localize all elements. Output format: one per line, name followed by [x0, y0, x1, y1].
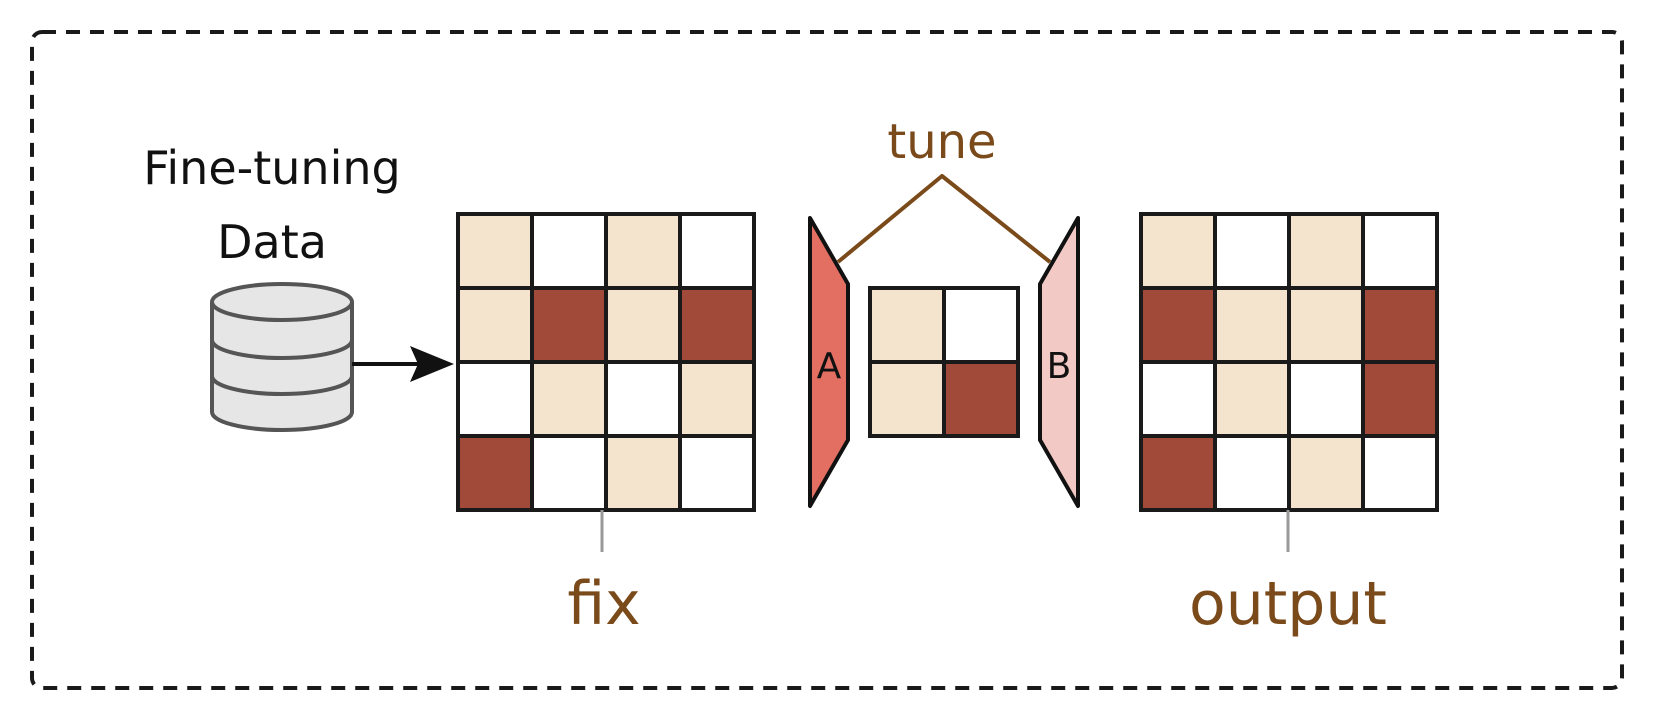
matrix-cell: [1213, 212, 1291, 290]
matrix-cell: [530, 434, 608, 512]
matrix-cell: [1139, 434, 1217, 512]
data-label-line1: Fine-tuning: [143, 141, 400, 195]
matrix-cell: [678, 434, 756, 512]
matrix-cell: [1287, 360, 1365, 438]
database-icon: [210, 282, 354, 432]
matrix-cell: [1139, 360, 1217, 438]
matrix-cell: [1361, 286, 1439, 364]
output-weight-matrix: [1139, 212, 1439, 512]
matrix-cell: [1361, 360, 1439, 438]
matrix-cell: [530, 212, 608, 290]
matrix-cell: [678, 286, 756, 364]
data-label-line2: Data: [217, 215, 327, 269]
matrix-cell: [604, 286, 682, 364]
tune-label: tune: [887, 114, 996, 170]
matrix-cell: [678, 360, 756, 438]
matrix-cell: [1213, 286, 1291, 364]
adapter-a-label: A: [817, 346, 842, 387]
matrix-cell: [678, 212, 756, 290]
matrix-cell: [604, 434, 682, 512]
matrix-cell: [530, 286, 608, 364]
matrix-cell: [1287, 434, 1365, 512]
matrix-cell: [530, 360, 608, 438]
matrix-cell: [942, 360, 1020, 438]
adapter-b-label: B: [1047, 346, 1072, 387]
matrix-cell: [1139, 212, 1217, 290]
matrix-cell: [1139, 286, 1217, 364]
fix-label: fix: [567, 569, 640, 639]
matrix-cell: [868, 286, 946, 364]
tune-connector: [836, 174, 1052, 264]
matrix-cell: [604, 360, 682, 438]
matrix-cell: [868, 360, 946, 438]
matrix-cell: [1213, 434, 1291, 512]
matrix-cell: [456, 360, 534, 438]
matrix-cell: [604, 212, 682, 290]
low-rank-matrix: [868, 286, 1020, 438]
matrix-cell: [1213, 360, 1291, 438]
matrix-cell: [456, 286, 534, 364]
matrix-cell: [456, 434, 534, 512]
matrix-cell: [1287, 286, 1365, 364]
adapter-a: A: [808, 216, 850, 508]
adapter-b: B: [1038, 216, 1080, 508]
matrix-cell: [942, 286, 1020, 364]
matrix-cell: [456, 212, 534, 290]
fixed-weight-matrix: [456, 212, 756, 512]
matrix-cell: [1287, 212, 1365, 290]
matrix-cell: [1361, 212, 1439, 290]
outer-dashed-frame: [30, 30, 1624, 690]
output-label: output: [1189, 569, 1387, 639]
input-arrow: [352, 346, 454, 382]
matrix-cell: [1361, 434, 1439, 512]
